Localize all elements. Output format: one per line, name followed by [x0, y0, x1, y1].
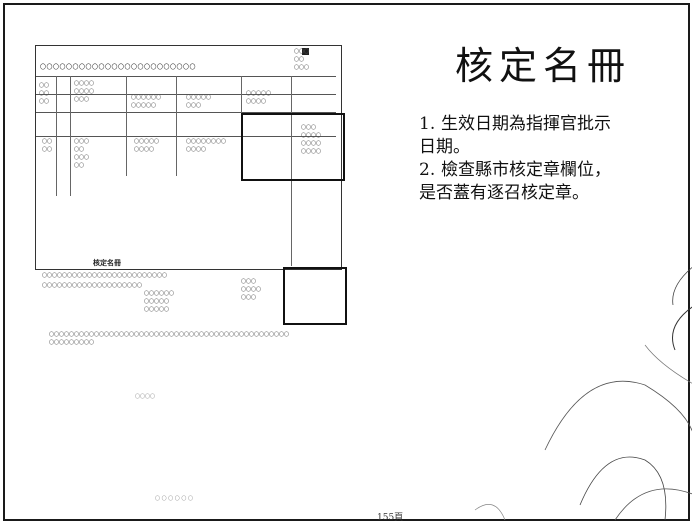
- slide-title: 核定名冊: [455, 44, 632, 88]
- instruction-number: 1.: [419, 114, 436, 134]
- form-header-text: 〇〇〇〇〇〇〇〇〇〇〇〇〇〇〇〇〇〇〇〇〇〇〇〇: [40, 64, 197, 71]
- instruction-text: 檢查縣市核定章欄位，: [441, 160, 611, 180]
- scan-caption: 核定名冊: [93, 258, 121, 267]
- page-number: 155頁: [377, 513, 404, 523]
- instruction-text: 是否蓋有逐召核定章。: [419, 183, 589, 203]
- slide-page: 〇〇〇〇〇〇〇〇〇〇〇〇〇〇〇〇〇〇〇〇〇〇〇〇 〇〇〇 〇〇 〇〇〇 〇〇 〇…: [3, 3, 692, 523]
- instruction-text: 日期。: [419, 137, 470, 157]
- approval-stamp-highlight-box: [283, 267, 347, 325]
- instruction-text: 生效日期為指揮官批示: [441, 114, 611, 134]
- scanned-form-image: 〇〇〇〇〇〇〇〇〇〇〇〇〇〇〇〇〇〇〇〇〇〇〇〇 〇〇〇 〇〇 〇〇〇 〇〇 〇…: [35, 45, 342, 313]
- instruction-item-2: 2. 檢查縣市核定章欄位，: [419, 159, 689, 182]
- instruction-item-1-continued: 日期。: [419, 136, 689, 159]
- stamp-column-highlight-box: [241, 113, 345, 181]
- instruction-item-2-continued: 是否蓋有逐召核定章。: [419, 182, 689, 205]
- decorative-curves: [474, 267, 692, 521]
- instruction-number: 2.: [419, 160, 436, 180]
- instruction-item-1: 1. 生效日期為指揮官批示: [419, 113, 689, 136]
- instruction-list: 1. 生效日期為指揮官批示 日期。 2. 檢查縣市核定章欄位， 是否蓋有逐召核定…: [419, 113, 689, 205]
- form-stamp-mark: [302, 48, 309, 55]
